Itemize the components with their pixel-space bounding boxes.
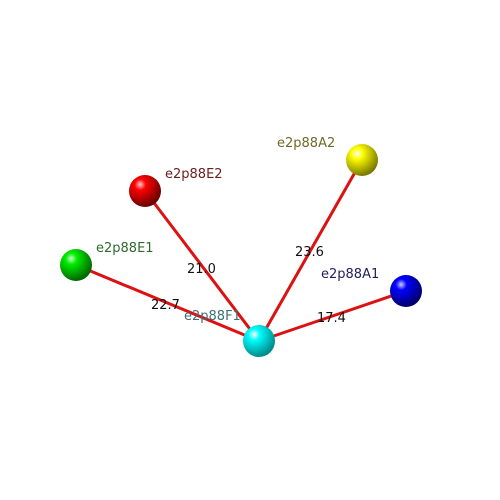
node-sphere-a1 bbox=[390, 275, 422, 307]
node-label-a1: e2p88A1 bbox=[321, 267, 379, 282]
edge-label-e1: 22.7 bbox=[151, 298, 180, 313]
node-label-e1: e2p88E1 bbox=[96, 241, 154, 256]
node-label-a2: e2p88A2 bbox=[277, 136, 335, 151]
node-sphere-a2 bbox=[346, 144, 378, 176]
edge-label-a1: 17.4 bbox=[317, 311, 346, 326]
node-label-e2: e2p88E2 bbox=[165, 167, 223, 182]
edge-label-a2: 23.6 bbox=[295, 245, 324, 260]
edge-label-e2: 21.0 bbox=[187, 262, 216, 277]
edge-center-e1 bbox=[75, 263, 260, 343]
edge-center-a1 bbox=[258, 289, 407, 343]
node-sphere-e1 bbox=[60, 249, 92, 281]
node-label-center: e2p88F1 bbox=[184, 309, 241, 324]
node-sphere-e2 bbox=[129, 175, 161, 207]
edge-center-a2 bbox=[257, 159, 364, 342]
edge-center-e2 bbox=[143, 190, 261, 342]
node-sphere-center bbox=[243, 325, 275, 357]
